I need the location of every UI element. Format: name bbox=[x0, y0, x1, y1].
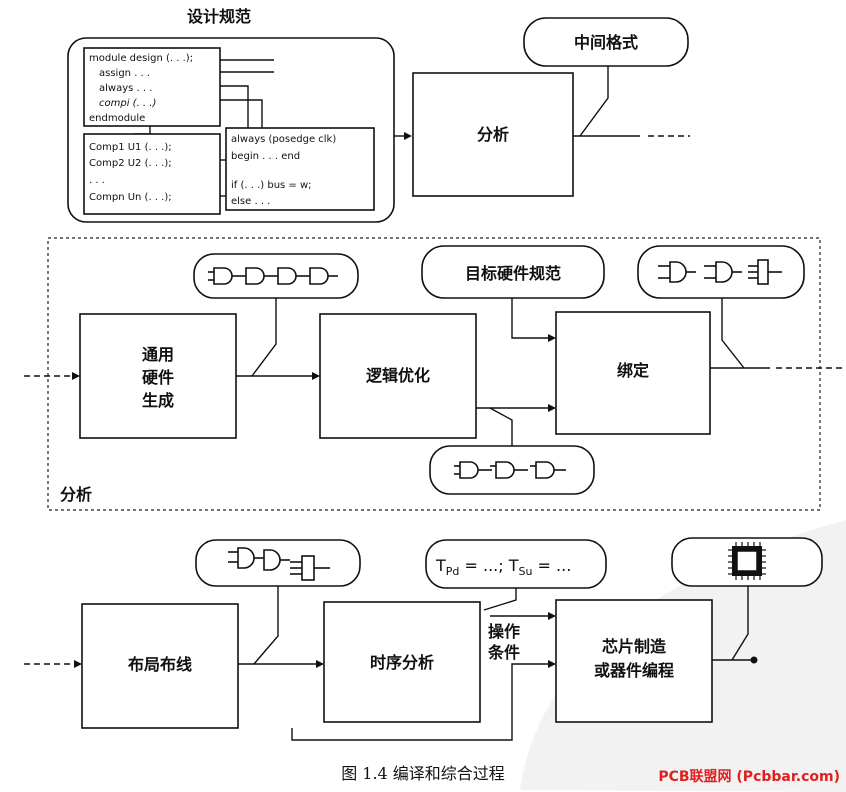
place-route-box bbox=[81, 603, 239, 729]
binding-box bbox=[555, 311, 711, 435]
arrowhead bbox=[548, 334, 556, 342]
chip-programming-line-1: 芯片制造 bbox=[602, 637, 667, 656]
arrowhead bbox=[316, 660, 324, 668]
code-comps-box bbox=[83, 133, 221, 215]
generic-gates-icon bbox=[208, 267, 338, 285]
arrowhead bbox=[548, 612, 556, 620]
chip-programming-line-2: 或器件编程 bbox=[594, 661, 674, 680]
optimized-gates-icon bbox=[454, 461, 566, 479]
timing-params-text: TPd = ...; TSu = ... bbox=[435, 556, 571, 578]
connector bbox=[483, 588, 517, 611]
chip-programming-box bbox=[555, 599, 713, 723]
code-comps-line-1: Comp1 U1 (. . .); bbox=[89, 142, 172, 153]
output-dot bbox=[750, 656, 758, 664]
connector bbox=[291, 663, 548, 741]
code-comps-line-2: Comp2 U2 (. . .); bbox=[89, 158, 172, 169]
code-always-line-1: always (posedge clk) bbox=[231, 134, 336, 145]
code-always-line-2: begin . . . end bbox=[231, 151, 300, 162]
analysis-box bbox=[412, 72, 574, 197]
code-comps-line-3: . . . bbox=[89, 175, 105, 186]
logic-opt-label: 逻辑优化 bbox=[366, 366, 430, 385]
tpd-symbol: T bbox=[435, 556, 446, 575]
connector bbox=[220, 85, 249, 136]
operating-conditions-line-2: 条件 bbox=[487, 643, 520, 662]
spec-title: 设计规范 bbox=[187, 7, 251, 26]
connector bbox=[579, 66, 609, 137]
optimized-gates-bubble bbox=[429, 445, 595, 495]
code-always-box bbox=[225, 127, 375, 211]
arrowhead bbox=[548, 660, 556, 668]
target-hw-spec-label: 目标硬件规范 bbox=[465, 264, 561, 283]
arrowhead bbox=[548, 404, 556, 412]
arrowhead bbox=[312, 372, 320, 380]
layout-gates-icon bbox=[228, 547, 330, 581]
code-comps-line-4: Compn Un (. . .); bbox=[89, 192, 172, 203]
connector bbox=[220, 99, 263, 128]
target-gates-icon bbox=[658, 259, 782, 285]
tpd-subscript: Pd bbox=[446, 565, 460, 578]
tsu-symbol: T bbox=[508, 556, 519, 575]
analysis-box-label: 分析 bbox=[477, 125, 509, 144]
operating-conditions-line-1: 操作 bbox=[488, 622, 520, 641]
generic-hw-line-1: 通用 bbox=[142, 345, 174, 364]
analysis-region-label: 分析 bbox=[60, 485, 92, 504]
figure-caption: 图 1.4 编译和综合过程 bbox=[341, 764, 505, 783]
code-module-line-4: compi (. . .) bbox=[99, 98, 156, 109]
analysis-region-frame bbox=[47, 237, 821, 511]
tsu-subscript: Su bbox=[519, 565, 533, 578]
code-module-line-1: module design (. . .); bbox=[89, 53, 193, 64]
arrowhead bbox=[72, 372, 80, 380]
intermediate-format-label: 中间格式 bbox=[574, 33, 638, 52]
code-module-line-5: endmodule bbox=[89, 113, 145, 124]
intermediate-format-bubble bbox=[523, 17, 689, 67]
connector bbox=[731, 586, 749, 661]
target-hw-spec-bubble bbox=[421, 245, 605, 299]
connector bbox=[253, 586, 279, 665]
tpd-value: = ...; bbox=[459, 556, 508, 575]
timing-analysis-box bbox=[323, 601, 481, 723]
tsu-value: = ... bbox=[532, 556, 571, 575]
arrowhead bbox=[74, 660, 82, 668]
connector bbox=[489, 407, 513, 446]
code-always-line-4: else . . . bbox=[231, 196, 270, 207]
chip-icon bbox=[728, 542, 766, 580]
code-module-line-2: assign . . . bbox=[99, 68, 150, 79]
code-module-box bbox=[83, 47, 221, 127]
generic-hw-box bbox=[79, 313, 237, 439]
layout-gates-bubble bbox=[195, 539, 361, 587]
generic-hw-line-3: 生成 bbox=[142, 391, 174, 410]
code-always-line-3: if (. . .) bus = w; bbox=[231, 180, 312, 191]
site-watermark: PCB联盟网 (Pcbbar.com) bbox=[658, 769, 840, 785]
code-module-line-3: always . . . bbox=[99, 83, 152, 94]
timing-analysis-label: 时序分析 bbox=[370, 653, 434, 672]
connector bbox=[251, 298, 277, 377]
logic-opt-box bbox=[319, 313, 477, 439]
arrowhead bbox=[404, 132, 412, 140]
connector bbox=[721, 298, 745, 369]
target-gates-bubble bbox=[637, 245, 805, 299]
generic-hw-line-2: 硬件 bbox=[142, 368, 174, 387]
connector bbox=[511, 298, 548, 339]
binding-label: 绑定 bbox=[617, 361, 649, 380]
place-route-label: 布局布线 bbox=[128, 655, 192, 674]
